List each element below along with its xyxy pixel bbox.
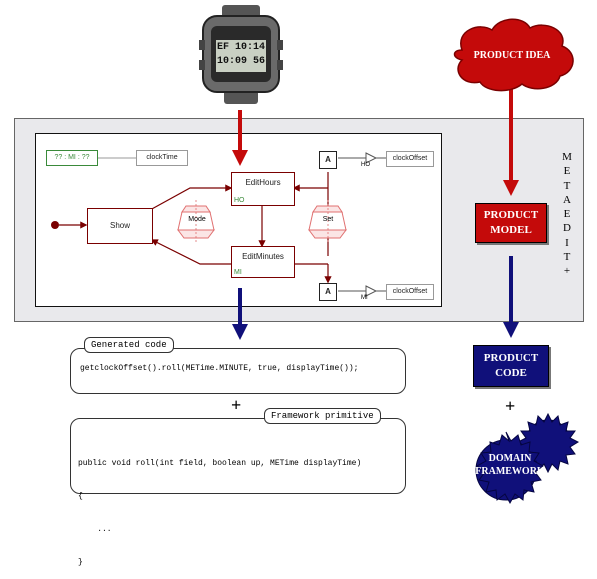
framework-primitive-code: public void roll(int field, boolean up, … bbox=[78, 459, 362, 567]
start-state bbox=[51, 221, 59, 229]
watch-image bbox=[199, 5, 283, 104]
framework-primitive-title: Framework primitive bbox=[264, 408, 381, 424]
edit-minutes-state[interactable]: EditMinutes MI bbox=[231, 246, 295, 278]
generated-code-title: Generated code bbox=[84, 337, 174, 353]
edit-hours-state[interactable]: EditHours HO bbox=[231, 172, 295, 206]
plus-right: + bbox=[505, 396, 516, 416]
plus-left: + bbox=[231, 395, 242, 415]
diagram-graphics bbox=[51, 5, 580, 505]
set-button-label[interactable]: Set bbox=[322, 216, 334, 223]
framework-primitive-box bbox=[70, 418, 406, 494]
time-field-node[interactable]: ?? : MI : ?? bbox=[46, 150, 98, 166]
clock-time-node[interactable]: clockTime bbox=[136, 150, 188, 166]
domain-framework-gears-shape bbox=[475, 412, 580, 505]
show-state[interactable]: Show bbox=[87, 208, 153, 244]
generated-code-box bbox=[70, 348, 406, 394]
product-idea-label: PRODUCT IDEA bbox=[473, 50, 551, 61]
mode-button-label[interactable]: Mode bbox=[188, 216, 206, 223]
port-label-bottom: MI bbox=[361, 295, 368, 301]
clock-offset-top[interactable]: clockOffset bbox=[386, 151, 434, 167]
generated-code-line: getclockOffset().roll(METime.MINUTE, tru… bbox=[80, 364, 359, 373]
clock-offset-bottom[interactable]: clockOffset bbox=[386, 284, 434, 300]
action-a-top[interactable]: A bbox=[319, 151, 337, 169]
action-a-bottom[interactable]: A bbox=[319, 283, 337, 301]
product-idea-cloud-shape bbox=[453, 18, 574, 92]
port-label-top: HO bbox=[361, 162, 370, 168]
